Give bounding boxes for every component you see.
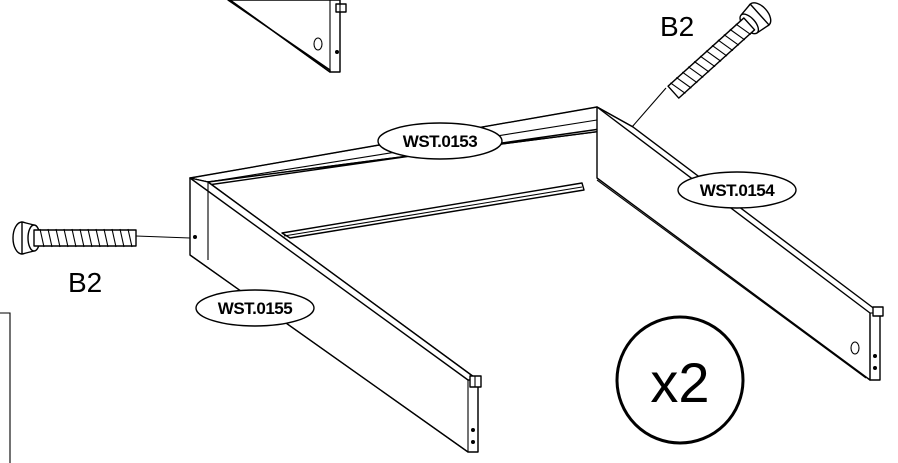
left-panel [189,177,482,453]
label-left-panel: WST.0155 [195,289,315,327]
groove-rail [281,182,585,239]
left-panel-code: WST.0155 [218,299,292,318]
quantity-text: x2 [650,351,709,414]
top-dowel: B2 [631,2,772,128]
right-panel [596,106,884,381]
right-panel-code: WST.0154 [700,181,775,200]
left-dowel-label: B2 [68,267,102,298]
quantity-badge: x2 [615,315,745,445]
left-edge-frame [0,312,11,463]
top-dowel-label: B2 [660,11,694,42]
label-right-panel: WST.0154 [677,171,797,209]
upper-partial-panel [227,0,347,73]
back-panel-code: WST.0153 [403,132,477,151]
label-back-panel: WST.0153 [377,122,503,160]
left-dowel: B2 [12,221,191,298]
